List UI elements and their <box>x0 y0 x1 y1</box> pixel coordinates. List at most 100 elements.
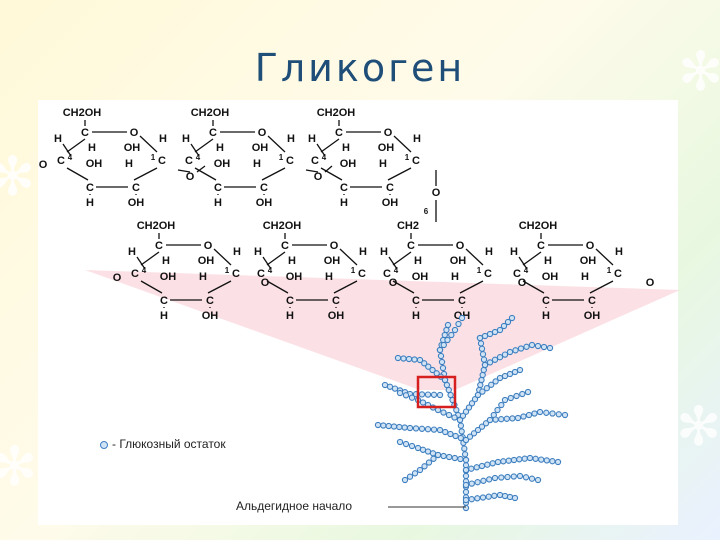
hydroxyl-group: OH <box>128 197 145 209</box>
glucose-residue <box>528 341 536 349</box>
legend: - Глюкозный остаток <box>100 437 226 451</box>
glucose-residue <box>424 448 432 455</box>
glucose-residue <box>474 391 482 399</box>
hydroxyl-group: OH <box>584 310 601 322</box>
glucose-residue <box>474 426 482 434</box>
bond-line <box>140 251 160 266</box>
carbon-atom: C <box>311 155 319 167</box>
glucose-residue <box>455 320 462 328</box>
glucose-residue <box>534 476 542 484</box>
bond-line <box>388 256 398 270</box>
bond-line <box>392 280 415 294</box>
glucose-residue <box>419 399 427 406</box>
glucose-residue <box>561 411 569 419</box>
glucose-residue <box>424 391 432 398</box>
glucose-residue <box>509 415 516 422</box>
glucose-residue <box>481 361 489 369</box>
carbon-atom: C <box>588 295 596 307</box>
hydrogen-atom: H <box>308 133 316 145</box>
bond-line <box>266 251 286 266</box>
glucose-residue <box>406 473 414 480</box>
glucose-residue-icon <box>100 440 108 449</box>
bond-line <box>522 280 545 294</box>
bond-line <box>305 169 319 173</box>
glucose-residue <box>440 452 447 460</box>
glycosidic-oxygen: O <box>113 272 122 284</box>
glucose-residue <box>512 347 519 354</box>
glucose-residue <box>485 493 492 500</box>
glucose-residue <box>444 321 452 329</box>
glucose-residue <box>461 445 468 452</box>
carbon-atom: C <box>542 295 550 307</box>
glucose-residue <box>405 355 413 363</box>
glucose-residue <box>491 492 498 499</box>
carbon-atom: C <box>614 268 622 280</box>
hydrogen-atom: H <box>128 246 136 258</box>
hydrogen-atom: H <box>340 197 348 209</box>
glucose-residue <box>462 436 470 444</box>
bond-line <box>266 280 289 294</box>
glucose-residue <box>496 354 504 361</box>
glucose-residue <box>520 413 527 420</box>
glucose-residue <box>543 457 550 464</box>
glucose-residue <box>523 343 530 350</box>
glucose-residue <box>543 409 550 416</box>
glucose-residue <box>554 458 562 466</box>
glucose-residue <box>414 444 422 452</box>
glycosidic-oxygen: O <box>389 277 398 289</box>
carbon-atom: C <box>386 182 394 194</box>
oxygen-atom: O <box>586 240 595 252</box>
glucose-residue <box>448 331 455 339</box>
formula-ch2oh: CH2OH <box>63 107 102 119</box>
carbon-number: 1 <box>607 266 612 275</box>
oxygen-atom: O <box>204 240 213 252</box>
oxygen-atom: O <box>384 127 393 139</box>
glucose-residue <box>468 400 476 407</box>
glucose-residue <box>446 453 453 461</box>
glucose-residue <box>440 341 447 349</box>
hydrogen-atom: H <box>159 133 167 145</box>
glucose-residue <box>374 421 382 429</box>
bond-line <box>133 167 158 181</box>
hydroxyl-group: OH <box>252 142 269 154</box>
hydroxyl-group: OH <box>328 310 345 322</box>
carbon-number: 4 <box>142 266 147 275</box>
glucose-residue <box>504 318 512 326</box>
hydrogen-atom: H <box>542 310 550 322</box>
glucose-residue <box>458 428 465 435</box>
glucose-residue <box>462 496 470 504</box>
glucose-residue <box>478 345 486 352</box>
glucose-residue <box>477 340 485 347</box>
glucose-residue <box>496 374 504 382</box>
hydrogen-atom: H <box>510 246 518 258</box>
carbon-atom: C <box>257 268 265 280</box>
glycogen-branch-tree <box>374 314 569 512</box>
carbon-atom: C <box>458 295 466 307</box>
carbon-atom: C <box>412 155 420 167</box>
glucose-residue <box>521 455 528 462</box>
glucose-residue <box>462 504 470 512</box>
carbon-atom: C <box>209 127 217 139</box>
glucose-residue <box>451 326 459 334</box>
glucose-residue <box>489 460 496 467</box>
hydroxyl-group: OH <box>382 197 399 209</box>
glucose-residue <box>462 488 470 496</box>
glucose-residue <box>498 401 505 409</box>
glucose-residue <box>540 343 548 351</box>
glucose-residue <box>480 356 488 363</box>
glucose-residue <box>421 463 428 470</box>
glucose-residue <box>486 330 494 338</box>
bond-line <box>194 167 217 181</box>
hydrogen-atom: H <box>342 142 350 154</box>
glucose-residue <box>480 366 487 374</box>
bond-line <box>595 248 614 266</box>
formula-ch2: CH2 <box>397 220 419 232</box>
glucose-residue <box>476 334 484 342</box>
carbon-atom: C <box>335 127 343 139</box>
glucose-residue <box>538 456 545 463</box>
glucose-residue <box>462 456 470 464</box>
glucose-residue <box>471 396 479 403</box>
